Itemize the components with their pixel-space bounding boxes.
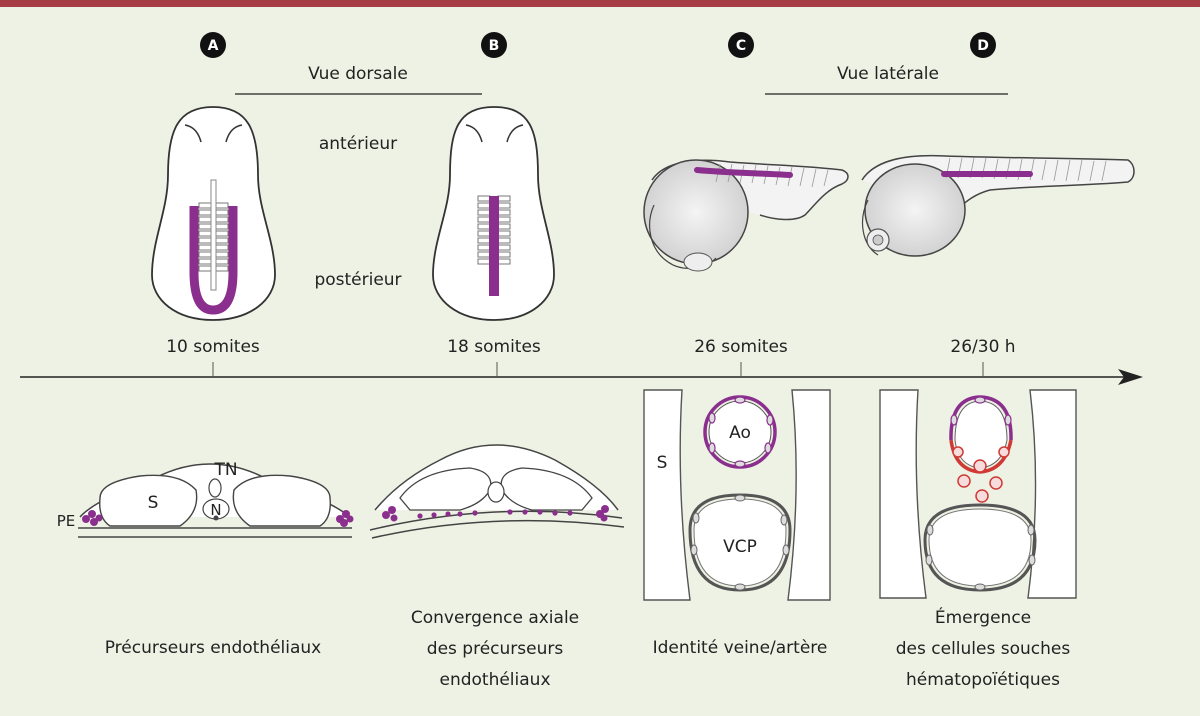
cross-section-a: TN S N PE (57, 460, 354, 538)
embryo-d (861, 154, 1135, 257)
label-tn: TN (213, 460, 237, 480)
caption-c: Identité veine/artère (630, 633, 850, 664)
label-s-right: S (657, 453, 668, 473)
svg-text:C: C (736, 38, 746, 54)
label-s-left: S (148, 493, 159, 513)
label-posterior: postérieur (314, 270, 401, 290)
stage-b-label: 18 somites (447, 337, 541, 357)
caption-b: Convergence axiale des précurseurs endot… (385, 603, 605, 696)
stage-a-label: 10 somites (166, 337, 260, 357)
panel-a-badge: A (200, 32, 226, 58)
stage-c-label: 26 somites (694, 337, 788, 357)
view-lateral-label: Vue latérale (837, 64, 939, 84)
caption-b-line2: des précurseurs (426, 639, 564, 659)
embryo-c (643, 159, 849, 272)
embryo-a (151, 106, 276, 321)
caption-c-text: Identité veine/artère (652, 638, 828, 658)
svg-text:A: A (208, 38, 219, 54)
caption-a: Précurseurs endothéliaux (73, 633, 353, 664)
label-anterior: antérieur (319, 134, 397, 154)
view-dorsal-label: Vue dorsale (308, 64, 408, 84)
caption-d-line3: hématopoïétiques (906, 670, 1060, 690)
caption-d-line2: des cellules souches (895, 639, 1071, 659)
svg-text:B: B (489, 38, 500, 54)
label-pe: PE (57, 512, 76, 530)
panel-c-badge: C (728, 32, 754, 58)
timeline-arrow (20, 362, 1143, 385)
label-n: N (210, 501, 221, 519)
stage-d-label: 26/30 h (950, 337, 1015, 357)
panel-d-badge: D (970, 32, 996, 58)
embryo-b (432, 106, 555, 321)
cross-section-d (879, 389, 1077, 599)
cross-section-c: Ao VCP S (643, 389, 831, 601)
cross-section-b (369, 444, 625, 539)
caption-d-line1: Émergence (934, 608, 1032, 628)
label-ao: Ao (729, 423, 751, 443)
caption-b-line3: endothéliaux (439, 670, 551, 690)
label-vcp: VCP (723, 537, 757, 557)
caption-b-line1: Convergence axiale (410, 608, 580, 628)
caption-d: Émergence des cellules souches hématopoï… (868, 603, 1098, 696)
panel-b-badge: B (481, 32, 507, 58)
caption-a-text: Précurseurs endothéliaux (104, 638, 322, 658)
svg-text:D: D (977, 38, 989, 54)
top-accent-bar (0, 0, 1200, 7)
